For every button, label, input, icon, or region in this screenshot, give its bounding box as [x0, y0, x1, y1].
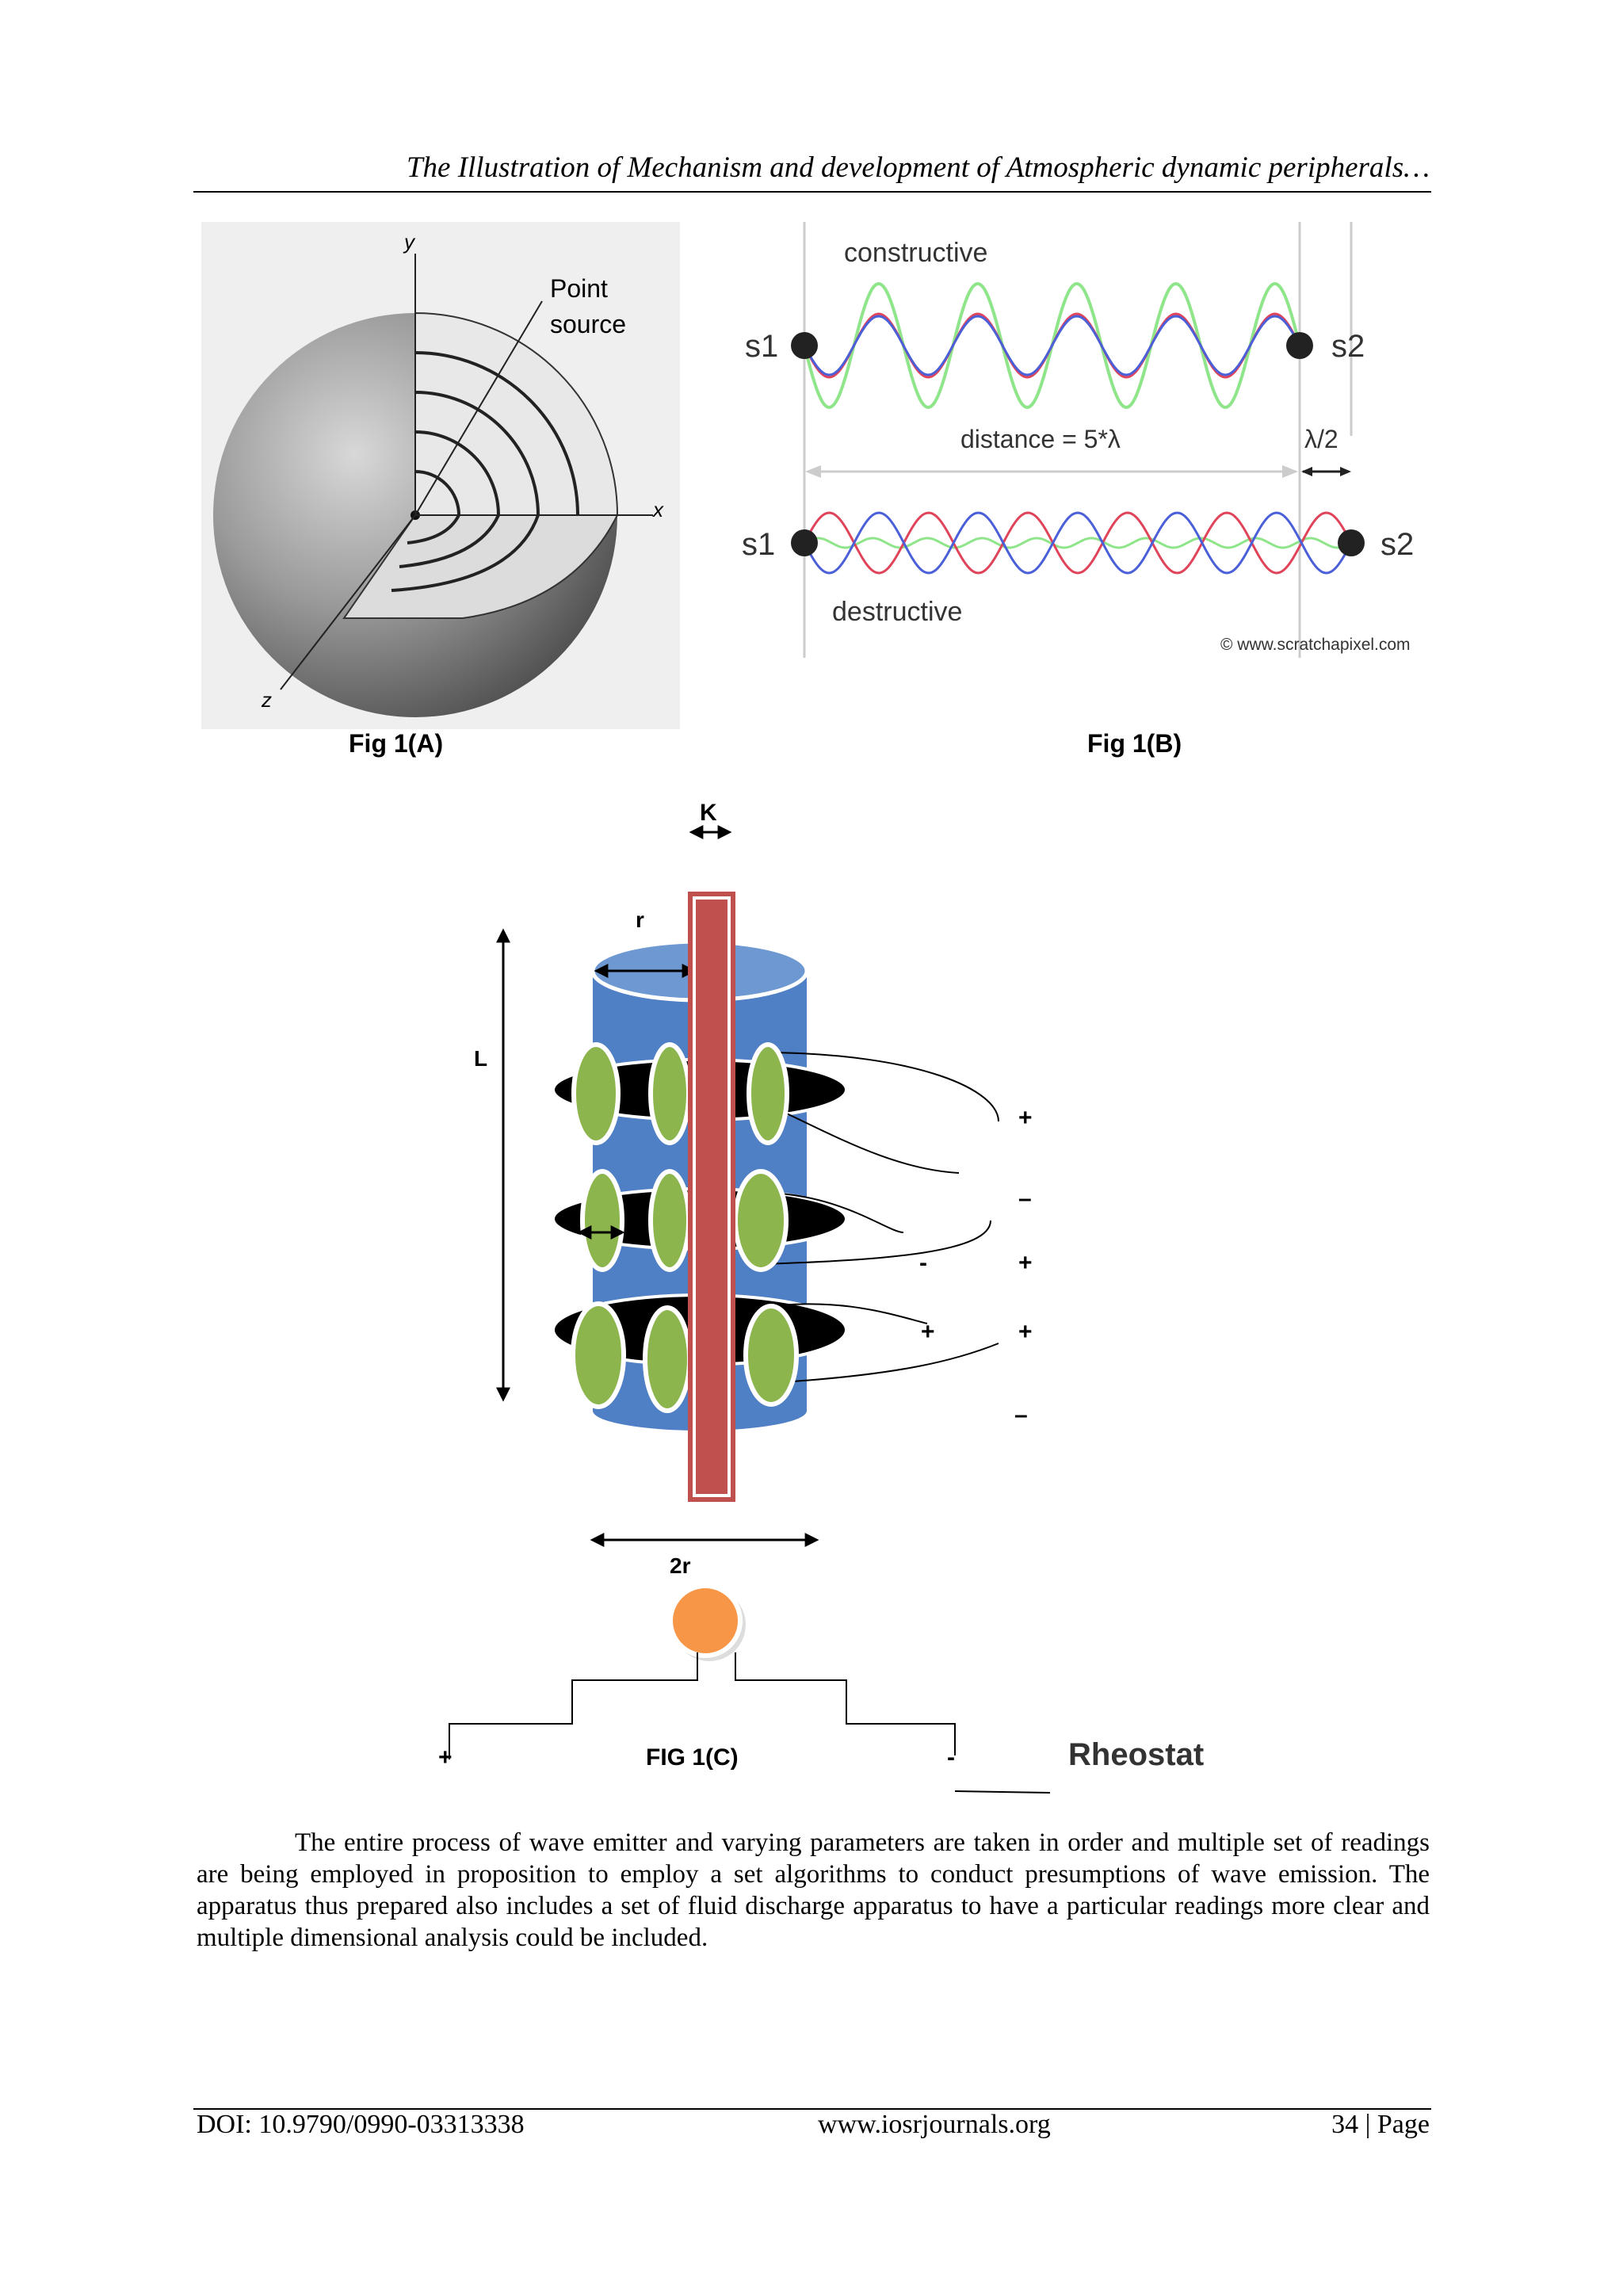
sphere-cutaway: [414, 311, 619, 516]
constructive-label: constructive: [844, 238, 987, 268]
wire-3: [760, 1192, 904, 1233]
wire-1: [768, 1052, 999, 1122]
pad-1-left: [571, 1042, 621, 1145]
footer-website[interactable]: www.iosrjournals.org: [818, 2110, 1051, 2139]
circuit-right: [735, 1652, 956, 1755]
constructive-wave-blue: [803, 315, 1301, 376]
half-lambda-head-right: [1340, 467, 1351, 476]
pad-3-mid: [643, 1305, 692, 1413]
distance-arrow-head-right: [1282, 465, 1298, 478]
shell-3: [414, 391, 540, 516]
pad-1-right: [747, 1042, 789, 1145]
footer-rule: [193, 2108, 1431, 2110]
rheostat-label: Rheostat: [1068, 1737, 1204, 1772]
shell-floor-2: [399, 514, 500, 568]
mark-dash-1: -: [919, 1250, 927, 1276]
pad-3-left: [571, 1301, 626, 1409]
fig-1a-sphere-diagram: y x z Point source: [201, 222, 680, 729]
rheostat-line: [954, 1790, 1051, 1794]
mark-plus-4: +: [1018, 1319, 1033, 1345]
k-label: K: [700, 800, 717, 826]
running-header: The Illustration of Mechanism and develo…: [406, 151, 1430, 184]
pad-2-mid: [648, 1169, 691, 1272]
axis-z: [280, 514, 416, 690]
r-label: r: [636, 907, 644, 932]
electrode-pads: [571, 1042, 799, 1413]
wire-5: [760, 1303, 928, 1324]
rod-inner: [693, 896, 731, 1497]
footer-page-number: 34 | Page: [1331, 2110, 1430, 2139]
half-lambda-label: λ/2: [1304, 425, 1338, 453]
destructive-wave-red: [803, 511, 1353, 575]
destructive-label: destructive: [832, 597, 962, 627]
source-dot-s1-bottom: [791, 529, 818, 556]
two-r-label: 2r: [670, 1553, 691, 1578]
credit-label: © www.scratchapixel.com: [1220, 636, 1411, 654]
mark-plus-1: +: [1018, 1105, 1033, 1131]
footer-doi: DOI: 10.9790/0990-03313338: [197, 2110, 525, 2139]
source-dot-s2-top: [1286, 332, 1313, 359]
point-source-label-line1: Point: [550, 274, 608, 303]
wavefront-shells: [391, 351, 579, 592]
axis-z-label: z: [261, 688, 272, 712]
axis-x-label: x: [651, 498, 664, 521]
shell-2: [414, 430, 500, 516]
point-source-label-line2: source: [550, 310, 626, 338]
circuit-left: [449, 1652, 698, 1759]
wire-4: [760, 1220, 991, 1265]
mark-minus-1: –: [1018, 1186, 1032, 1212]
s2-label-top: s2: [1331, 329, 1365, 364]
shell-4: [414, 351, 579, 516]
s1-label-top: s1: [745, 329, 778, 364]
circuit-plus: +: [438, 1744, 453, 1771]
source-dot-s2-bottom: [1338, 529, 1365, 556]
source-dot-s1-top: [791, 332, 818, 359]
fig-1b-interference-diagram: constructive s1 s2 distance = 5*λ λ/2 s1…: [742, 222, 1414, 658]
destructive-wave-blue: [803, 511, 1353, 575]
pad-3-right: [743, 1304, 799, 1407]
mark-minus-2: –: [1014, 1402, 1028, 1428]
distance-label: distance = 5*λ: [960, 425, 1121, 453]
shell-floor-1: [407, 514, 460, 544]
pad-2-right: [733, 1169, 789, 1272]
header-rule: [193, 191, 1431, 193]
fig-1b-caption: Fig 1(B): [1087, 729, 1182, 758]
mark-plus-2: +: [1018, 1250, 1033, 1276]
pad-1-mid: [648, 1042, 691, 1145]
fig-1c-caption: FIG 1(C): [646, 1744, 739, 1771]
polarity-marks: + – - + + + –: [919, 1105, 1033, 1428]
destructive-wave-green: [804, 537, 1352, 549]
fig-1c-apparatus-diagram: K L r + – - + + +: [438, 800, 1204, 1794]
wire-6: [768, 1343, 999, 1384]
shell-floor-3: [391, 514, 540, 592]
s2-label-bottom: s2: [1381, 527, 1414, 562]
pad-2-left: [580, 1169, 624, 1272]
axis-y-label: y: [403, 230, 416, 254]
mark-plus-3: +: [921, 1319, 935, 1345]
s1-label-bottom: s1: [742, 527, 775, 562]
shell-1: [414, 470, 460, 516]
circuit-minus: -: [947, 1744, 955, 1771]
distance-arrow-head-left: [805, 465, 821, 478]
half-lambda-head-left: [1301, 467, 1312, 476]
point-source-pointer: [414, 300, 543, 516]
l-label: L: [474, 1046, 487, 1071]
fig-1a-caption: Fig 1(A): [349, 729, 444, 758]
body-paragraph: The entire process of wave emitter and v…: [197, 1828, 1430, 1952]
rod-core: [699, 903, 724, 1491]
emitter-orb: [668, 1584, 743, 1658]
